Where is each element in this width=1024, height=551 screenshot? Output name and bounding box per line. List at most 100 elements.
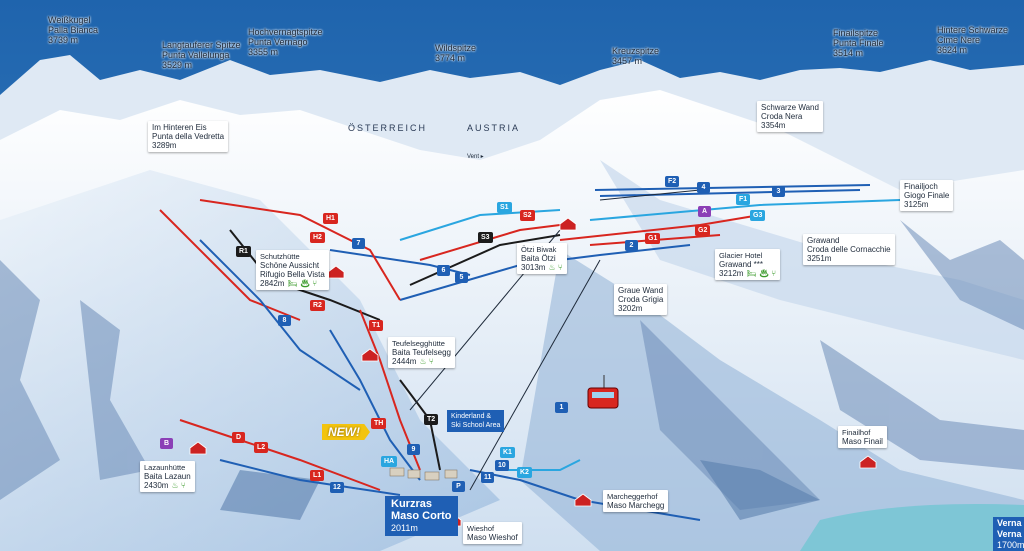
amenity-icons: ♨ ⑂ bbox=[548, 263, 563, 272]
run-badge-d[interactable]: D bbox=[232, 432, 245, 443]
label-line: Verna bbox=[997, 529, 1022, 539]
peak-name-it: Punta Finale bbox=[833, 38, 884, 48]
peak-name: Hochvernagtspitze bbox=[248, 27, 323, 37]
run-badge-3[interactable]: 3 bbox=[772, 186, 785, 197]
peak-name: Wildspitze bbox=[435, 43, 477, 53]
run-badge-h2[interactable]: H2 bbox=[310, 232, 325, 243]
peak-name: Hintere Schwärze bbox=[937, 25, 1009, 35]
run-badge-p[interactable]: P bbox=[452, 481, 465, 492]
label-line: Croda delle Cornacchie bbox=[807, 245, 891, 254]
label-altitude: 3202m bbox=[618, 304, 643, 313]
label-kinderland[interactable]: Kinderland &Ski School Area bbox=[447, 410, 505, 432]
amenity-icons: 🛏 ♨ ⑂ bbox=[746, 269, 777, 278]
label-line: Teufelsegghütte bbox=[392, 339, 445, 348]
run-badge-t1[interactable]: T1 bbox=[369, 320, 384, 331]
run-badge-4[interactable]: 4 bbox=[697, 182, 710, 193]
gondola-icon bbox=[587, 375, 619, 409]
label-altitude: 2842m bbox=[260, 279, 285, 288]
run-badge-l2[interactable]: L2 bbox=[254, 442, 269, 453]
label-line: Im Hinteren Eis bbox=[152, 123, 207, 132]
country-label-de: ÖSTERREICH bbox=[348, 123, 428, 133]
run-badge-k1[interactable]: K1 bbox=[500, 447, 515, 458]
peak-name-it: Punta Vernago bbox=[248, 37, 308, 47]
run-badge-a[interactable]: A bbox=[698, 206, 711, 217]
run-badge-7[interactable]: 7 bbox=[352, 238, 365, 249]
vent-direction-label: Vent ▸ bbox=[467, 154, 484, 160]
run-badge-ha[interactable]: HA bbox=[381, 456, 398, 467]
run-badge-10[interactable]: 10 bbox=[495, 460, 509, 471]
run-badge-l1[interactable]: L1 bbox=[310, 470, 325, 481]
run-badge-h1[interactable]: H1 bbox=[323, 213, 338, 224]
peak-name: Kreuzspitze bbox=[612, 46, 660, 56]
run-badge-12[interactable]: 12 bbox=[330, 482, 344, 493]
label-altitude: 3013m bbox=[521, 263, 546, 272]
peak-altitude: 3457 m bbox=[612, 56, 643, 66]
label-altitude: 3251m bbox=[807, 254, 832, 263]
run-badge-5[interactable]: 5 bbox=[455, 272, 468, 283]
run-badge-g2[interactable]: G2 bbox=[695, 225, 711, 236]
label-line: Giogo Finale bbox=[904, 191, 950, 200]
run-badge-g1[interactable]: G1 bbox=[645, 233, 661, 244]
peak-name-it: Palla Bianca bbox=[48, 25, 99, 35]
label-line: Maso Corto bbox=[391, 510, 452, 522]
run-badge-r1[interactable]: R1 bbox=[236, 246, 251, 257]
label-line: Marcheggerhof bbox=[607, 492, 658, 501]
run-badge-f2[interactable]: F2 bbox=[665, 176, 680, 187]
label-line: Baita Teufelsegg bbox=[392, 348, 452, 357]
run-badge-t2[interactable]: T2 bbox=[424, 414, 439, 425]
amenity-icons: ♨ ⑂ bbox=[419, 357, 434, 366]
label-line: Baita Lazaun bbox=[144, 472, 191, 481]
run-badge-th[interactable]: TH bbox=[371, 418, 387, 429]
label-altitude: 3354m bbox=[761, 121, 786, 130]
run-badge-8[interactable]: 8 bbox=[278, 315, 291, 326]
run-badge-b[interactable]: B bbox=[160, 438, 173, 449]
run-badge-s1[interactable]: S1 bbox=[497, 202, 512, 213]
run-badge-1[interactable]: 1 bbox=[555, 402, 568, 413]
run-badge-s3[interactable]: S3 bbox=[478, 232, 493, 243]
label-line: Schöne Aussicht bbox=[260, 261, 320, 270]
label-line: Wieshof bbox=[467, 524, 495, 533]
run-badge-f1[interactable]: F1 bbox=[736, 194, 751, 205]
run-badge-g3[interactable]: G3 bbox=[750, 210, 766, 221]
country-label-en: AUSTRIA bbox=[467, 123, 521, 133]
run-badge-9[interactable]: 9 bbox=[407, 444, 420, 455]
run-badge-6[interactable]: 6 bbox=[437, 265, 450, 276]
label-altitude: 2430m bbox=[144, 481, 169, 490]
peak-altitude: 3355 m bbox=[248, 47, 279, 57]
label-altitude: 2444m bbox=[392, 357, 417, 366]
run-badge-2[interactable]: 2 bbox=[625, 240, 638, 251]
peak-altitude: 3739 m bbox=[48, 35, 79, 45]
new-badge: NEW! bbox=[322, 424, 370, 440]
run-badge-s2[interactable]: S2 bbox=[520, 210, 535, 221]
amenity-icons: ♨ ⑂ bbox=[171, 481, 186, 490]
label-altitude: 3212m bbox=[719, 269, 744, 278]
label-line: Lazaunhütte bbox=[144, 463, 186, 472]
run-badge-k2[interactable]: K2 bbox=[517, 467, 532, 478]
run-badge-r2[interactable]: R2 bbox=[310, 300, 325, 311]
label-altitude: 2011m bbox=[391, 523, 418, 533]
label-line: Kinderland & bbox=[451, 413, 492, 420]
run-badge-11[interactable]: 11 bbox=[481, 472, 495, 483]
